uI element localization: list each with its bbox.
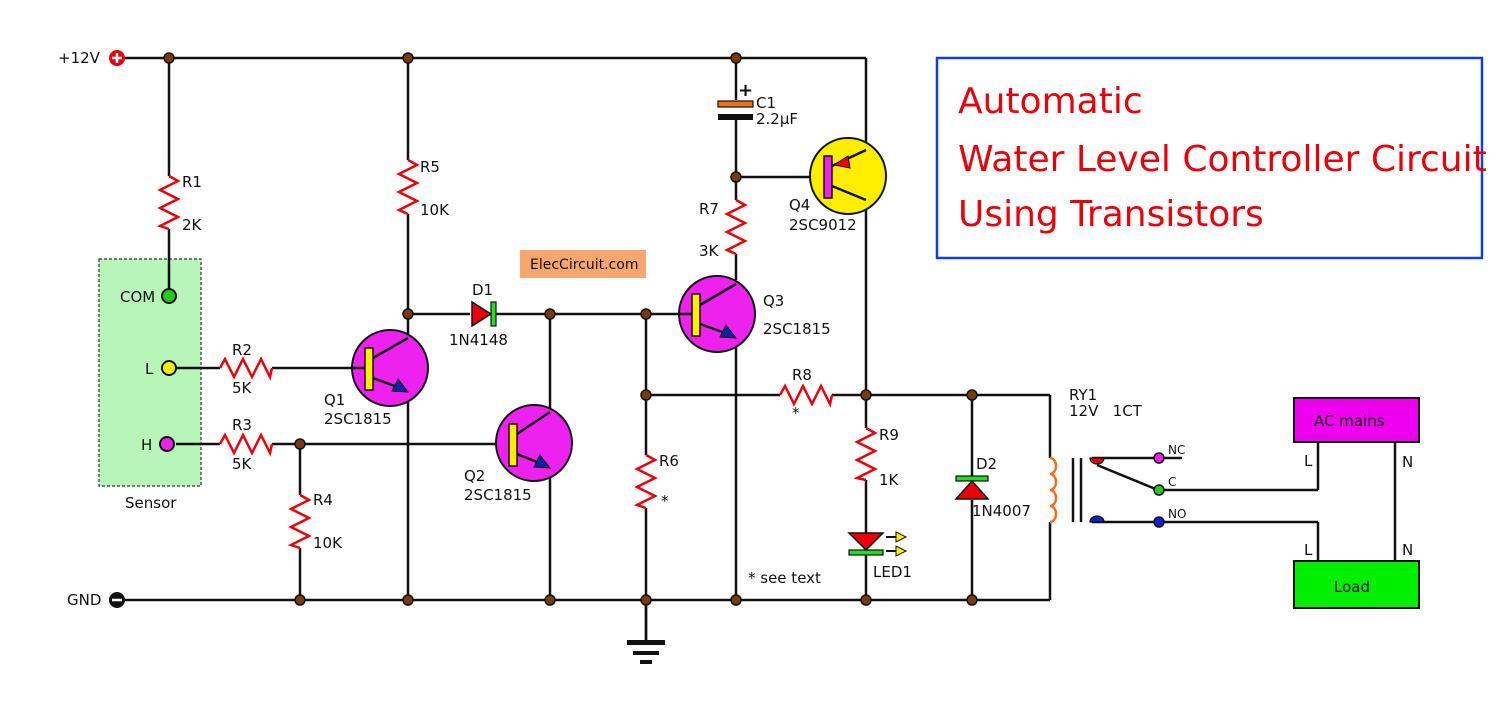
capacitor-c1: + C1 2.2µF xyxy=(717,80,798,128)
svg-text:12V 1CT: 12V 1CT xyxy=(1069,402,1143,420)
diode-d1: D1 1N4148 xyxy=(449,281,508,349)
transistor-q4: Q4 2SC9012 xyxy=(789,137,887,234)
resistor-r3: R3 5K xyxy=(218,416,274,473)
svg-text:2SC1815: 2SC1815 xyxy=(464,486,532,504)
svg-text:3K: 3K xyxy=(699,242,720,260)
svg-text:2K: 2K xyxy=(182,216,203,234)
svg-text:N: N xyxy=(1402,541,1413,559)
relay-contact-nc xyxy=(1153,452,1165,464)
svg-text:C: C xyxy=(1168,475,1176,489)
resistor-r7: R7 3K xyxy=(699,198,748,260)
svg-text:R7: R7 xyxy=(699,200,719,218)
svg-text:5K: 5K xyxy=(232,379,253,397)
resistor-r2: R2 5K xyxy=(218,341,274,397)
svg-text:LED1: LED1 xyxy=(873,563,912,581)
svg-text:COM: COM xyxy=(120,288,155,306)
watermark-bg xyxy=(520,250,646,278)
svg-text:AC mains: AC mains xyxy=(1314,412,1385,430)
svg-text:10K: 10K xyxy=(420,201,450,219)
transistor-q3: Q3 2SC1815 xyxy=(678,275,831,353)
svg-text:N: N xyxy=(1402,453,1413,471)
svg-text:R1: R1 xyxy=(182,173,202,191)
transistor-q2: Q2 2SC1815 xyxy=(464,404,573,504)
vcc-terminal: +12V xyxy=(58,49,125,67)
svg-text:10K: 10K xyxy=(313,534,343,552)
resistor-r9: R9 1K xyxy=(853,426,900,489)
relay-contact-c xyxy=(1153,484,1165,496)
diode-d2: D2 1N4007 xyxy=(954,455,1031,520)
svg-text:R6: R6 xyxy=(659,452,679,470)
svg-text:NO: NO xyxy=(1168,507,1186,521)
svg-text:2SC9012: 2SC9012 xyxy=(789,216,857,234)
svg-text:R4: R4 xyxy=(313,491,333,509)
wires xyxy=(124,56,1397,641)
resistor-r6: R6 * xyxy=(633,452,679,510)
svg-text:Q1: Q1 xyxy=(324,391,345,409)
junction-nodes xyxy=(163,52,978,606)
title-line-3: Using Transistors xyxy=(958,194,1264,235)
relay-contact-no xyxy=(1153,516,1165,528)
svg-text:Load: Load xyxy=(1334,578,1370,596)
svg-text:L: L xyxy=(145,360,154,378)
svg-text:C1: C1 xyxy=(756,94,776,112)
title-box: Automatic Water Level Controller Circuit… xyxy=(935,56,1487,260)
transistor-q1: Q1 2SC1815 xyxy=(324,329,429,428)
svg-text:2SC1815: 2SC1815 xyxy=(324,410,392,428)
ground-symbol-icon xyxy=(627,640,665,664)
svg-text:1N4148: 1N4148 xyxy=(449,331,508,349)
svg-text:R5: R5 xyxy=(420,158,440,176)
resistor-r1: R1 2K xyxy=(156,173,203,234)
title-border xyxy=(935,56,1484,260)
svg-text:2SC1815: 2SC1815 xyxy=(763,320,831,338)
svg-text:+: + xyxy=(738,80,753,101)
svg-text:R9: R9 xyxy=(879,426,899,444)
svg-text:L: L xyxy=(1304,541,1313,559)
vcc-label: +12V xyxy=(58,49,101,67)
svg-text:1K: 1K xyxy=(879,471,900,489)
svg-text:D2: D2 xyxy=(976,455,997,473)
svg-text:*: * xyxy=(661,492,669,510)
sensor-probe-l: L xyxy=(145,360,177,378)
load-box: Load L N xyxy=(1293,541,1420,609)
led-1: LED1 xyxy=(847,531,912,581)
svg-text:1N4007: 1N4007 xyxy=(972,502,1031,520)
svg-text:Q4: Q4 xyxy=(789,196,810,214)
sensor-probe-h: H xyxy=(141,436,175,454)
svg-text:RY1: RY1 xyxy=(1069,386,1097,404)
gnd-terminal: GND xyxy=(67,591,125,609)
svg-text:H: H xyxy=(141,436,152,454)
relay-ry1: NC C NO RY1 12V 1CT xyxy=(1049,386,1186,528)
svg-text:NC: NC xyxy=(1168,443,1185,457)
resistor-r5: R5 10K xyxy=(396,158,450,219)
svg-text:*: * xyxy=(792,404,800,422)
svg-text:L: L xyxy=(1304,452,1313,470)
sensor-box xyxy=(98,258,202,487)
title-line-2: Water Level Controller Circuit xyxy=(958,139,1487,180)
svg-text:D1: D1 xyxy=(472,281,493,299)
svg-text:R2: R2 xyxy=(232,341,252,359)
resistor-r8: R8 * xyxy=(778,366,834,422)
svg-text:R8: R8 xyxy=(792,366,812,384)
see-text-note: * see text xyxy=(748,569,821,587)
sensor-probe-com: COM xyxy=(120,288,177,306)
ac-mains-box: AC mains L N xyxy=(1293,397,1420,471)
resistor-r4: R4 10K xyxy=(287,491,343,552)
svg-text:R3: R3 xyxy=(232,416,252,434)
svg-text:Q3: Q3 xyxy=(763,292,784,310)
watermark-text: ElecCircuit.com xyxy=(530,257,638,273)
sensor-label: Sensor xyxy=(125,494,177,512)
watermark: ElecCircuit.com xyxy=(520,250,646,278)
title-line-1: Automatic xyxy=(958,81,1143,122)
gnd-label: GND xyxy=(67,591,101,609)
svg-text:2.2µF: 2.2µF xyxy=(756,110,798,128)
svg-text:5K: 5K xyxy=(232,455,253,473)
svg-text:Q2: Q2 xyxy=(464,467,485,485)
